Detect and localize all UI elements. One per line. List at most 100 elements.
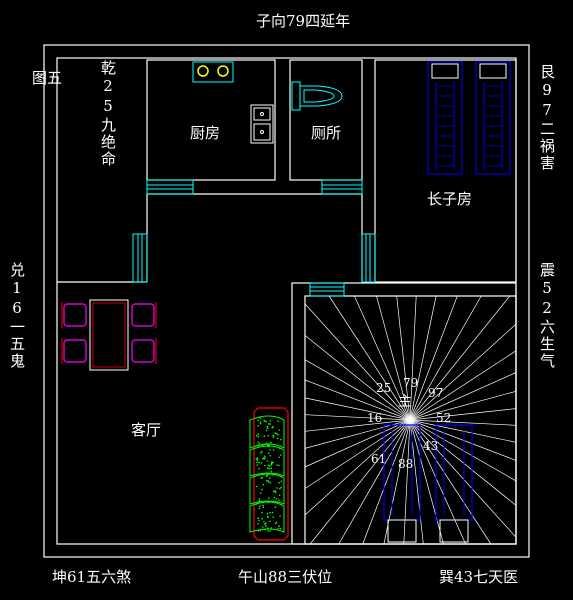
plant-dot: [262, 526, 264, 528]
plant-dot: [280, 480, 283, 483]
plant-dot: [261, 488, 263, 491]
compass-ray: [409, 419, 517, 461]
compass-ray: [409, 419, 444, 545]
plant-dot: [255, 434, 258, 437]
plant-dot: [279, 527, 282, 530]
plant-dot: [280, 475, 282, 478]
plant-dot: [276, 487, 279, 489]
toilet-fixture: [291, 81, 343, 111]
plant-dot: [277, 433, 279, 436]
plant-dot: [272, 461, 274, 464]
plant-dot: [266, 473, 269, 476]
plant-dot: [263, 420, 266, 422]
plant-dot: [265, 429, 268, 432]
outer-wall-inner: [56, 57, 517, 545]
plant-dot: [270, 441, 272, 444]
plant-dot: [267, 452, 270, 455]
plant-dot: [261, 450, 263, 453]
plant-dot: [269, 423, 271, 425]
compass-97: 97: [428, 386, 444, 400]
side-label-dui: 兑16一五鬼: [8, 262, 26, 370]
plant-dot: [263, 435, 266, 438]
plant-dot: [272, 516, 275, 518]
compass-ray: [304, 359, 411, 421]
plant-dot: [273, 490, 276, 492]
plant-dot: [262, 472, 265, 475]
plant-dot: [273, 496, 276, 499]
plant-dot: [270, 467, 273, 470]
plant-dot: [274, 432, 277, 434]
plant-dot: [258, 498, 261, 500]
compass-ray: [409, 390, 517, 421]
plant-dot: [257, 530, 260, 532]
plant-dot: [266, 467, 269, 469]
side-label-zhen: 震52六生气: [538, 262, 556, 370]
plant-dot: [278, 494, 281, 497]
plant-dot: [258, 442, 261, 445]
room-toilet: 厕所: [311, 124, 342, 142]
page-title: 子向79四延年: [256, 12, 351, 30]
compass-ray: [409, 419, 466, 545]
compass-ray: [304, 379, 411, 421]
plant-dot: [259, 421, 262, 424]
plant-dot: [272, 434, 274, 437]
toilet-wall: [289, 59, 363, 181]
plant-dot: [271, 511, 274, 514]
plant-dot: [278, 525, 280, 527]
compass-center-glyph: 主: [398, 394, 412, 410]
plant-dot: [260, 492, 262, 494]
plant-dot: [261, 501, 263, 504]
plant-dot: [274, 491, 277, 494]
room-kitchen: 厨房: [190, 124, 221, 142]
compass-ray: [354, 295, 411, 421]
kitchen-wall: [146, 59, 276, 181]
compass-ray: [328, 295, 411, 421]
interior-walls: [57, 59, 517, 545]
plant-dot: [268, 423, 270, 425]
compass-ray: [409, 419, 517, 482]
plant-dot: [258, 461, 261, 464]
compass-ray: [409, 295, 482, 421]
plant-dot: [269, 454, 272, 457]
compass-ray: [409, 295, 417, 421]
plant-dot: [256, 457, 259, 459]
plant-dot: [265, 522, 267, 524]
dining-set: [61, 299, 157, 371]
plant-dot: [256, 464, 259, 466]
plant-dot: [269, 419, 272, 422]
compass-room-beds: [383, 424, 473, 543]
side-label-gen: 艮97二祸害: [538, 64, 556, 172]
plant-dot: [267, 445, 270, 448]
plant-dot: [258, 507, 261, 510]
plant-dot: [266, 515, 269, 518]
plant-dot: [272, 425, 274, 428]
plant-dot: [269, 530, 272, 532]
compass-ray: [409, 372, 517, 421]
compass-ray: [403, 419, 411, 545]
compass-ray: [409, 408, 517, 421]
plant-dot: [269, 449, 271, 451]
plant-dot: [257, 522, 259, 525]
plant-dot: [278, 429, 281, 431]
plant-dot: [278, 482, 281, 484]
compass-16: 16: [367, 411, 383, 425]
plant-dot: [272, 449, 275, 451]
compass-ray: [376, 295, 411, 421]
compass-ray: [304, 419, 411, 468]
son-room-beds: [427, 61, 511, 175]
plant-dot: [261, 511, 263, 514]
plant-dot: [272, 474, 275, 476]
compass-ray: [409, 419, 492, 545]
plant-dot: [267, 464, 270, 467]
plant-dot: [268, 497, 270, 499]
plant-dot: [278, 447, 281, 449]
son-room-door: [361, 233, 376, 283]
plant-dot: [262, 483, 265, 486]
plant-dot: [269, 472, 272, 475]
plant-dot: [272, 436, 275, 439]
plant-dot: [257, 425, 260, 427]
bottom-label-kun: 坤61五六煞: [52, 568, 132, 586]
compass-ray: [409, 419, 517, 426]
compass-room-inner: [304, 295, 517, 545]
